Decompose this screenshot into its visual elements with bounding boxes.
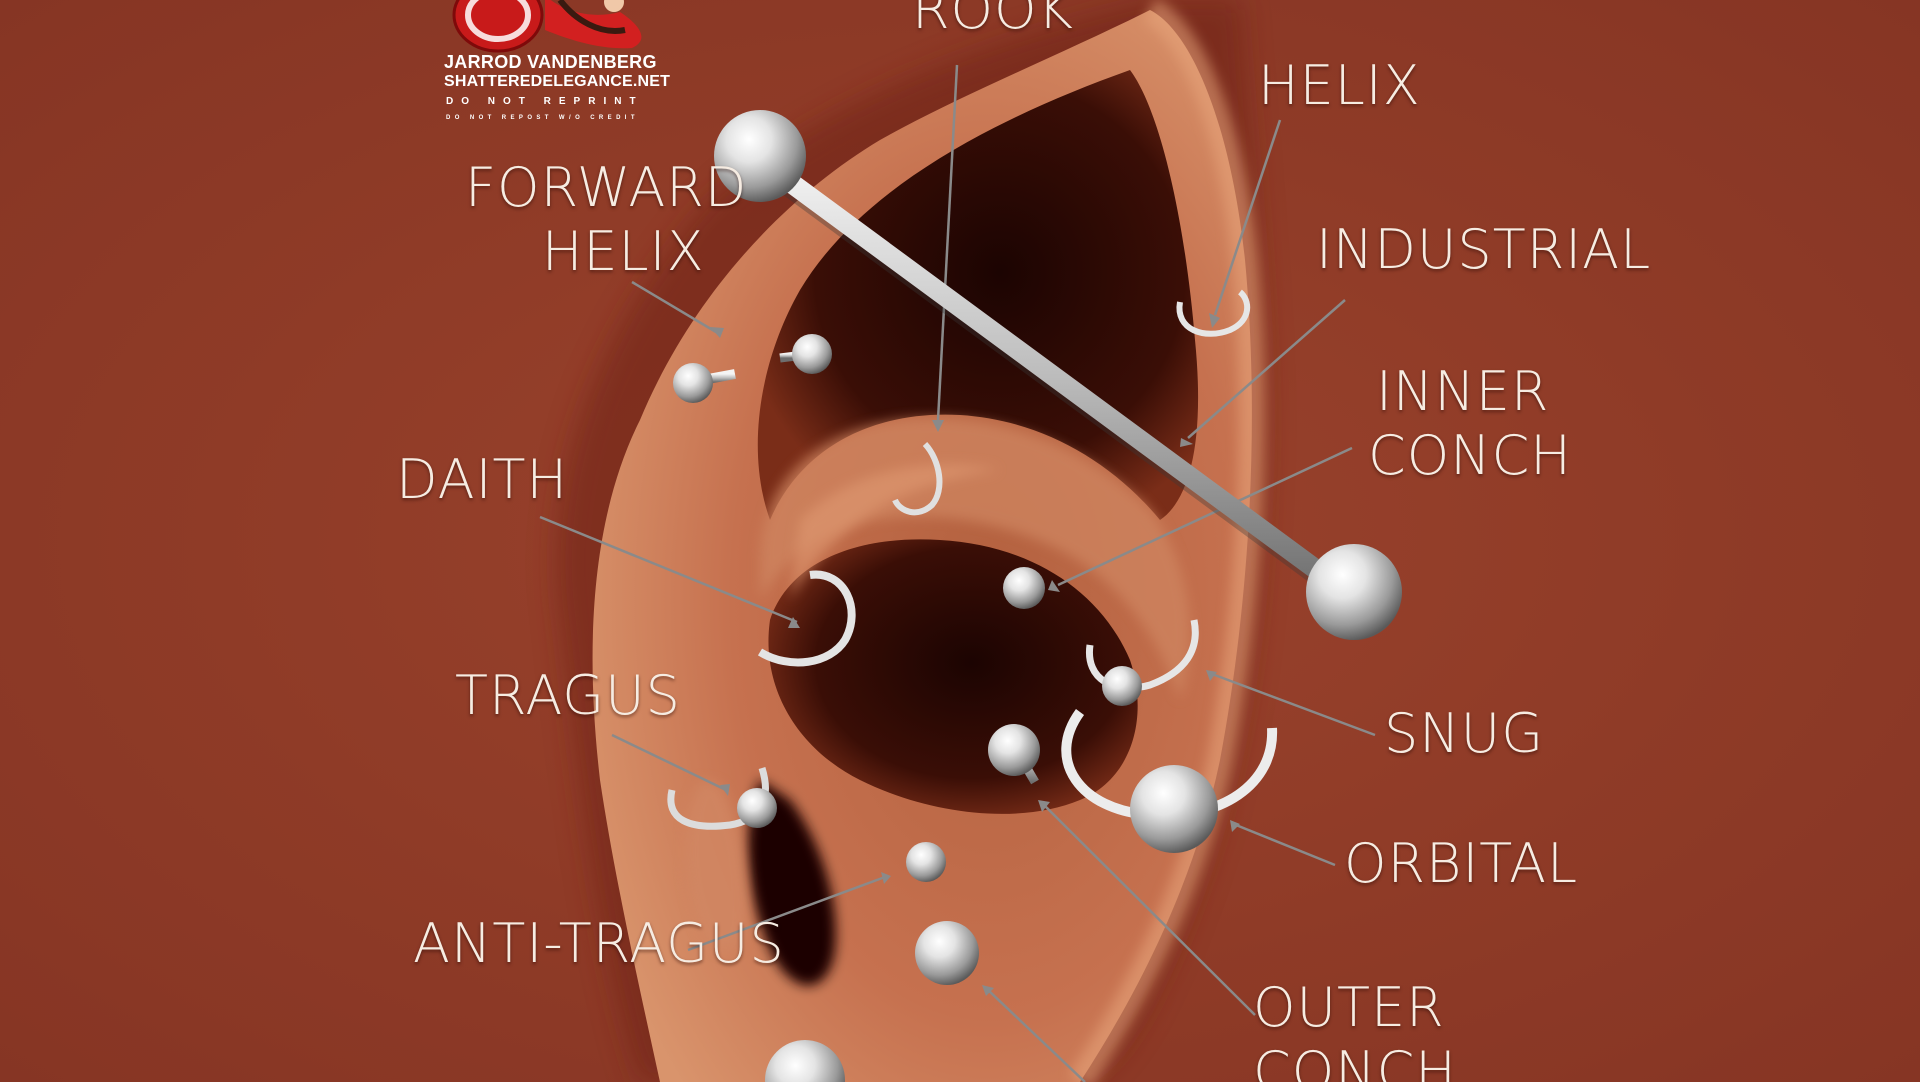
snug-ring (1085, 619, 1199, 692)
label-outer-conch-line1: OUTER (1253, 976, 1445, 1039)
ear-canal (748, 780, 836, 986)
forward-helix-stud-1 (673, 363, 713, 403)
label-orbital: ORBITAL (1344, 832, 1578, 896)
anti-tragus-stud (906, 842, 946, 882)
industrial-barbell (750, 150, 1358, 603)
outer-conch-stud (988, 724, 1040, 776)
watermark: JARROD VANDENBERG SHATTEREDELEGANCE.NET … (444, 0, 684, 125)
label-anti-tragus-text: ANTI-TRAGUS (413, 912, 785, 975)
watermark-notice: DO NOT REPRINT (446, 96, 644, 107)
leader-arrowheads (710, 313, 1240, 996)
watermark-credit: DO NOT REPOST W/O CREDIT (446, 115, 639, 121)
label-forward-helix-line1: FORWARD (465, 156, 748, 219)
label-inner-conch: INNER CONCH (1368, 360, 1572, 488)
forward-helix-stud-2 (792, 334, 832, 374)
label-outer-conch: OUTER CONCH (1253, 976, 1457, 1082)
label-helix: HELIX (1258, 54, 1421, 118)
label-industrial-text: INDUSTRIAL (1316, 218, 1652, 281)
tragus-ball (737, 788, 777, 828)
watermark-logo (452, 0, 642, 53)
orbital-ball (1130, 765, 1218, 853)
label-outer-conch-line2: CONCH (1253, 1040, 1457, 1082)
watermark-site: SHATTEREDELEGANCE.NET (444, 73, 671, 90)
label-daith-text: DAITH (396, 448, 569, 511)
label-orbital-text: ORBITAL (1344, 832, 1579, 895)
label-inner-conch-line1: INNER (1376, 360, 1550, 423)
watermark-name: JARROD VANDENBERG (444, 52, 657, 72)
label-forward-helix-line2: HELIX (541, 220, 705, 283)
snug-ball (1102, 666, 1142, 706)
label-helix-text: HELIX (1258, 54, 1421, 117)
lobe-stud-1 (915, 921, 979, 985)
label-rook: ROOK (912, 0, 1074, 42)
concha (768, 539, 1138, 814)
label-tragus: TRAGUS (455, 664, 681, 728)
label-tragus-text: TRAGUS (455, 664, 681, 727)
rook-ring (892, 441, 943, 516)
lobe-stud-2 (765, 1040, 845, 1082)
daith-ring (757, 570, 856, 667)
label-rook-text: ROOK (912, 0, 1074, 41)
label-anti-tragus: ANTI-TRAGUS (413, 912, 785, 976)
leader-lines (539, 64, 1376, 1082)
industrial-ball-top (714, 110, 806, 202)
inner-conch-stud (1003, 567, 1045, 609)
helix-ring (1176, 289, 1251, 337)
label-daith: DAITH (396, 448, 568, 512)
label-snug-text: SNUG (1384, 702, 1545, 765)
label-inner-conch-line2: CONCH (1368, 424, 1572, 487)
label-forward-helix: FORWARD HELIX (465, 156, 747, 284)
label-industrial: INDUSTRIAL (1316, 218, 1651, 282)
label-snug: SNUG (1384, 702, 1544, 766)
industrial-ball-bottom (1306, 544, 1402, 640)
